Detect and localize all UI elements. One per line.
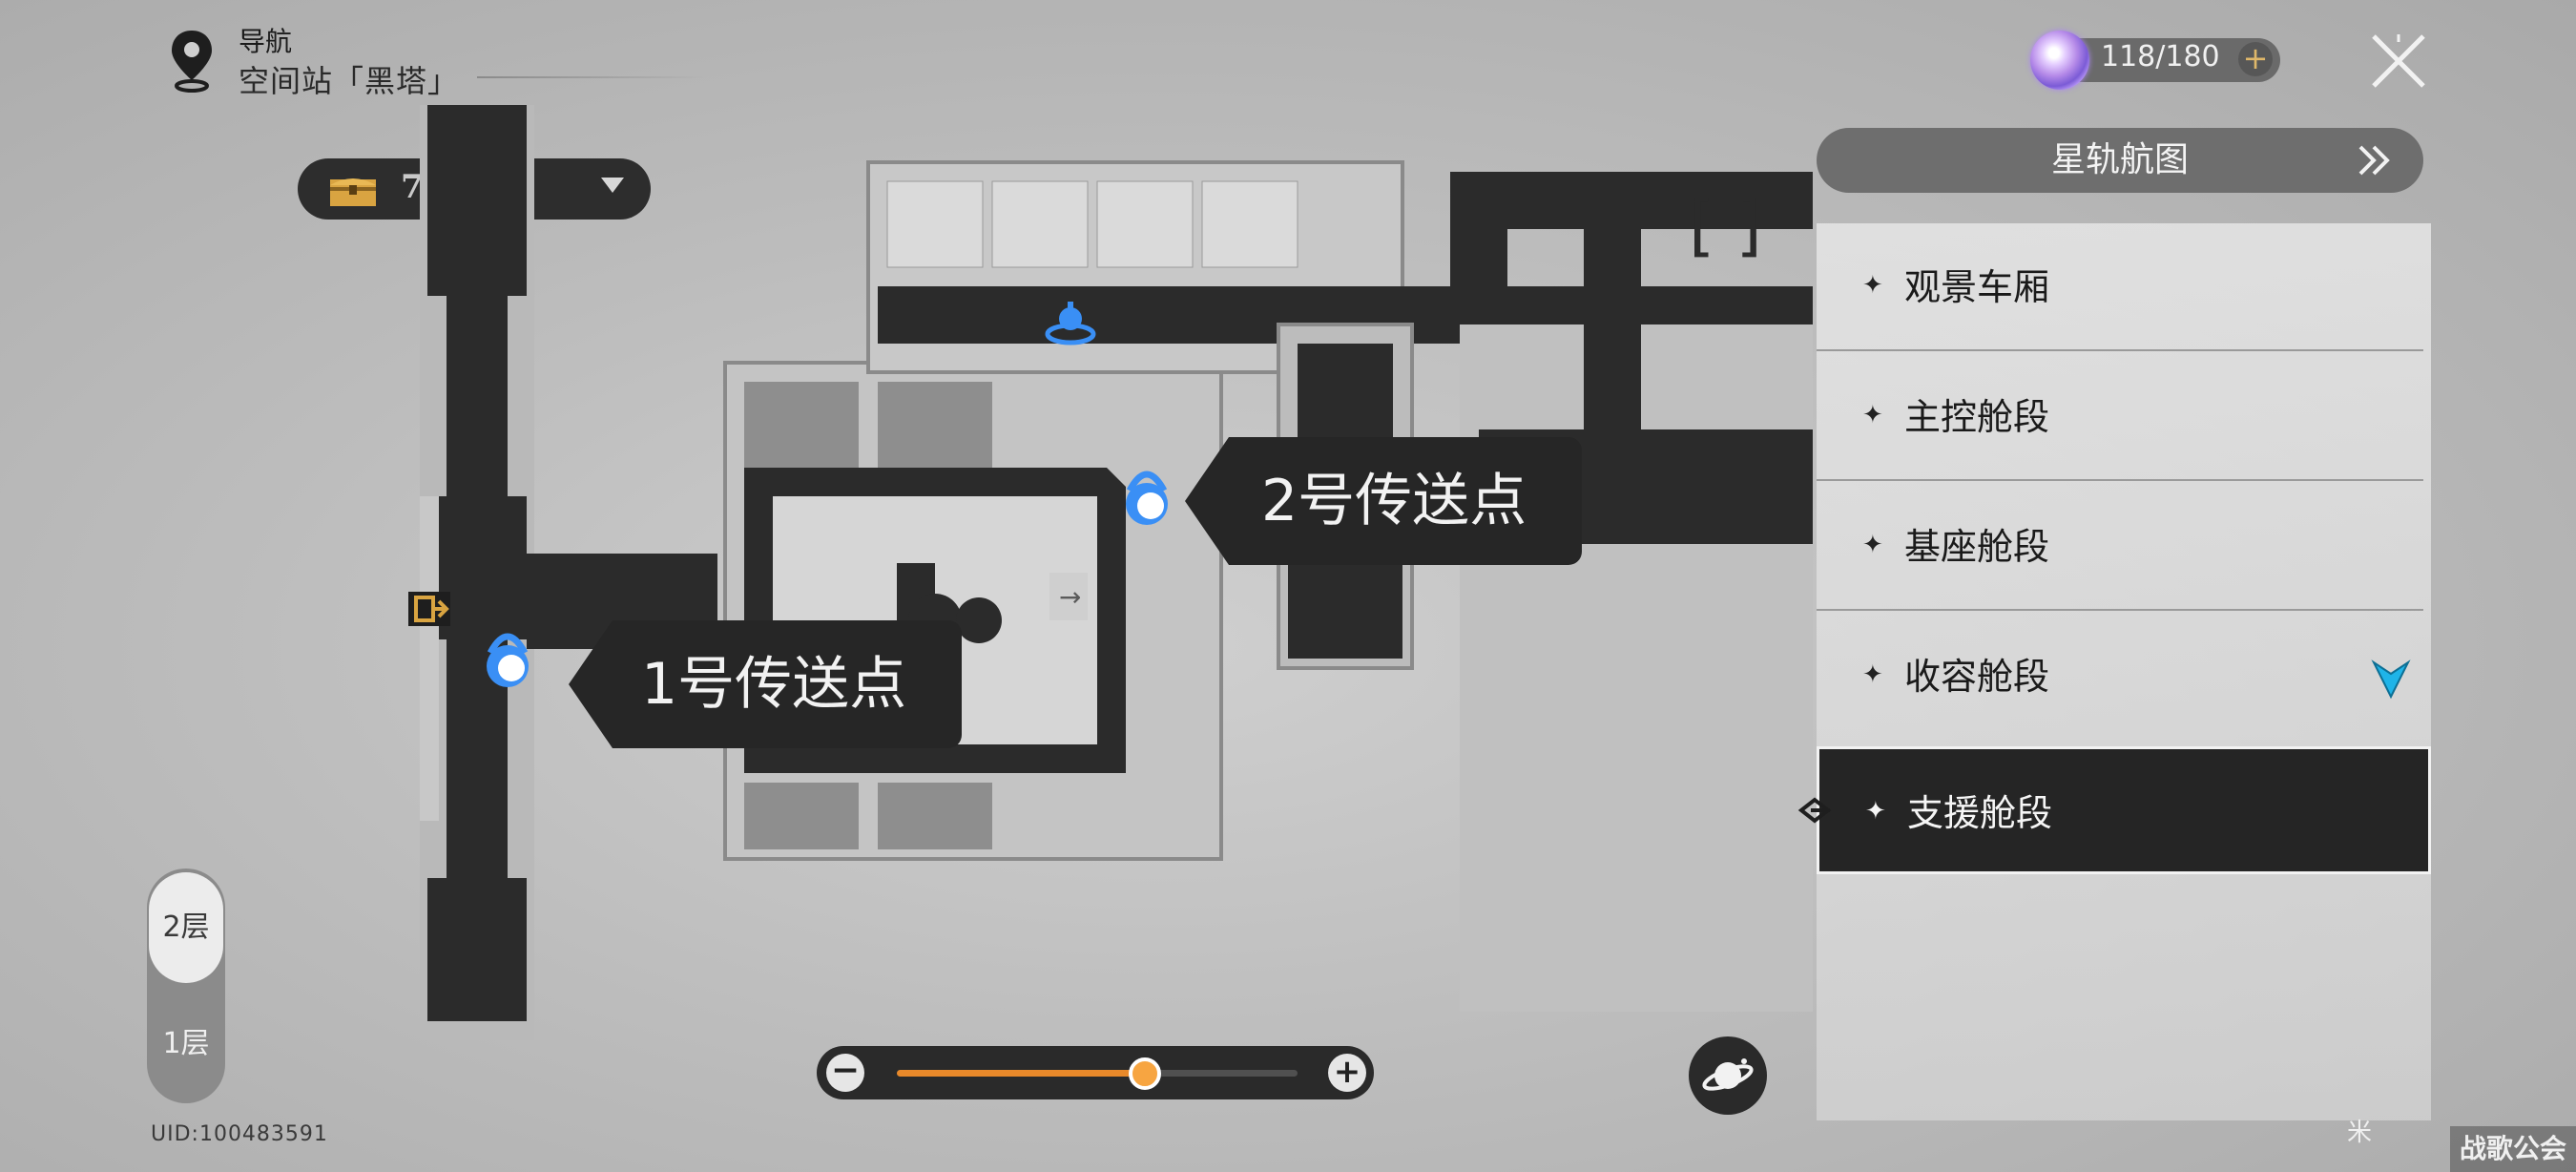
waypoint-label-pointer [569,620,613,748]
zoom-slider-thumb[interactable] [1129,1057,1162,1090]
star-rail-map-button[interactable] [1817,128,2423,193]
zoom-slider-fill [897,1070,1146,1077]
nav-label: 导航 [239,26,293,57]
route-item-label: 观景车厢 [1904,266,2050,308]
close-icon [2372,34,2425,88]
route-item-label: 收容舱段 [1904,656,2050,698]
waypoint-label-1[interactable]: 1号传送点 [613,620,962,748]
route-panel-title: 星轨航图 [2050,140,2189,179]
map-right-room: [ ] [1277,186,1813,1012]
stamina-icon [2030,31,2089,90]
map-corridor-left [420,105,534,1040]
star-icon: ✦ [1862,271,1883,300]
teleport-waypoint-icon[interactable] [487,633,529,687]
teleport-waypoint-icon[interactable] [1126,471,1168,525]
close-button[interactable] [2366,29,2431,94]
star-icon: ✦ [1865,797,1886,826]
star-icon: ✦ [1862,660,1883,689]
chest-icon [328,172,378,208]
planet-button[interactable] [1689,1036,1767,1115]
space-anchor-icon[interactable] [1045,302,1096,345]
route-item-label: 基座舱段 [1904,526,2050,568]
divider [1817,609,2423,611]
star-icon: ✦ [1862,401,1883,429]
route-item-base-zone[interactable]: ✦ 基座舱段 [1817,483,2425,611]
location-pin-icon [162,27,221,94]
route-list: ✦ 观景车厢 ✦ 主控舱段 ✦ 基座舱段 ✦ 收容舱段 ✦ 支援舱段 [1817,223,2431,1120]
route-item-master-control-zone[interactable]: ✦ 主控舱段 [1817,353,2425,481]
svg-text:[ ]: [ ] [1689,186,1762,264]
stamina-value: 118/180 [2101,40,2220,73]
waypoint-label-2[interactable]: 2号传送点 [1229,437,1582,565]
map-canvas[interactable]: → [ ] [363,105,1927,1040]
watermark: 战歌公会 [2450,1126,2576,1172]
route-item-observation-car[interactable]: ✦ 观景车厢 [1817,223,2425,351]
route-item-label: 主控舱段 [1904,396,2050,438]
star-icon: ✦ [1862,531,1883,559]
svg-text:→: → [1059,581,1081,613]
chevron-down-icon[interactable] [601,178,624,193]
route-item-supply-zone[interactable]: ✦ 支援舱段 [1817,746,2431,874]
chevron-right-icon [2357,143,2395,178]
uid-label: UID:100483591 [151,1122,328,1146]
divider [1817,349,2423,351]
zoom-out-button[interactable]: − [826,1054,864,1092]
map-central-room: → [723,361,1223,861]
bottom-mark: 米 [2347,1119,2373,1147]
mission-mark-icon [2370,659,2412,701]
floor-2-button[interactable]: 2层 [149,872,223,983]
route-item-storage-zone[interactable]: ✦ 收容舱段 [1817,613,2425,741]
add-stamina-button[interactable]: + [2238,42,2273,76]
exit-door-icon[interactable] [408,592,450,626]
divider [1817,479,2423,481]
route-item-label: 支援舱段 [1907,792,2053,834]
nav-divider [477,76,706,78]
waypoint-label-pointer [1185,437,1229,565]
selected-indicator-icon [1797,796,1834,825]
planet-icon [1702,1058,1754,1091]
floor-1-button[interactable]: 1层 [162,1027,210,1060]
nav-location: 空间站「黑塔」 [239,63,460,99]
zoom-in-button[interactable]: + [1328,1054,1366,1092]
